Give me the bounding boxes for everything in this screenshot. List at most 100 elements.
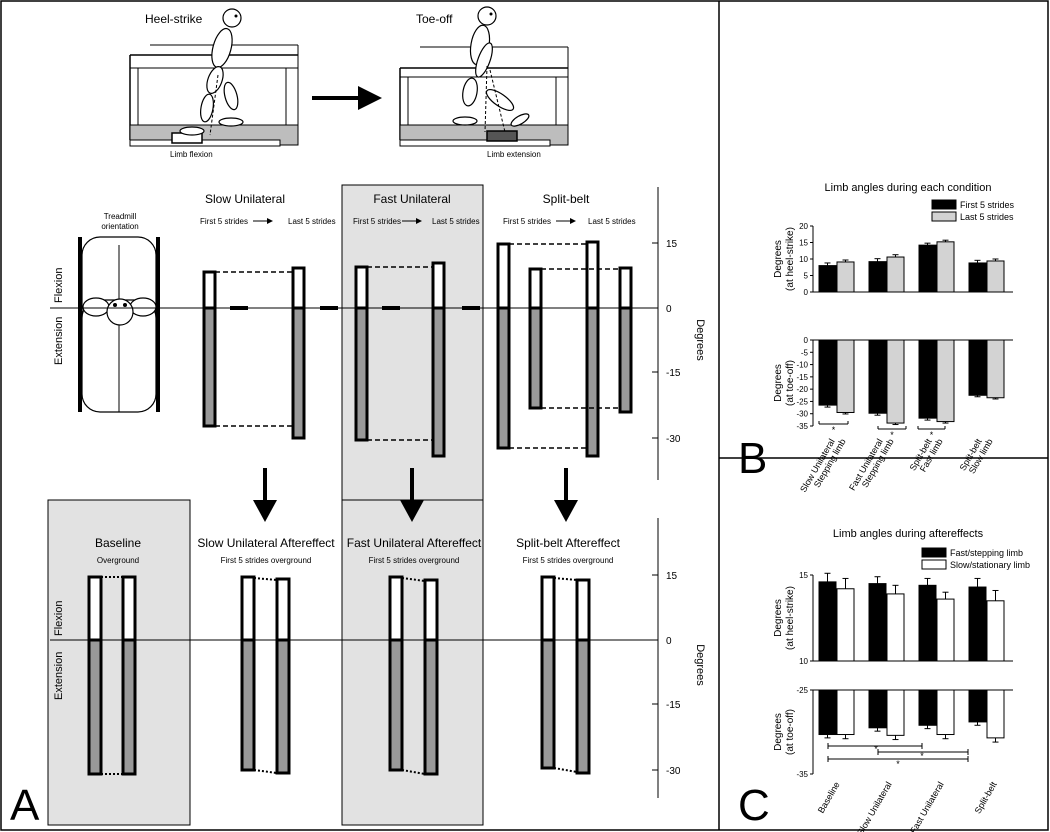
y-label-0-line2: (at heel-strike) xyxy=(785,227,796,291)
degrees-label-upper: Degrees xyxy=(694,319,706,361)
sig-star-c-2: * xyxy=(896,759,900,769)
bar-3-0-2 xyxy=(918,689,937,726)
y-tick-label-0-1: 15 xyxy=(799,239,808,248)
y-label-1-line1: Degrees xyxy=(773,364,784,402)
split-aftereffect-title: Split-belt Aftereffect xyxy=(516,536,621,550)
degree-ticks-lower: 15 0 -15 -30 xyxy=(652,571,681,777)
split-aftereffect-subtitle: First 5 strides overground xyxy=(523,556,614,565)
x-tick-c-3: Split-belt xyxy=(973,780,999,816)
treadmill-label-1: Treadmill xyxy=(104,212,137,221)
y-tick-label-1-1: -5 xyxy=(801,348,809,357)
degree-ticks-upper: 15 0 -15 -30 xyxy=(652,239,681,445)
bar-1-0-0 xyxy=(818,339,837,406)
aftereffect-bars xyxy=(87,575,591,776)
y-tick-label-1-7: -35 xyxy=(796,422,808,431)
y-tick-label-1-6: -30 xyxy=(796,410,808,419)
bar-2-1-1 xyxy=(886,593,905,662)
panel-label-a: A xyxy=(10,781,40,830)
bar-0-1-2 xyxy=(936,241,955,293)
sig-star-c-1: * xyxy=(920,751,924,761)
split-first5-label: First 5 strides xyxy=(503,217,551,226)
y-tick-label-1-4: -20 xyxy=(796,385,808,394)
bar-0-0-0 xyxy=(818,265,837,293)
y-tick-label-1-2: -10 xyxy=(796,361,808,370)
flexion-label-upper: Flexion xyxy=(53,268,65,303)
fast-last5-label: Last 5 strides xyxy=(432,217,480,226)
split-belt-bars xyxy=(496,240,633,458)
baseline-title: Baseline xyxy=(95,536,141,550)
y-tick-label-1-5: -25 xyxy=(796,397,808,406)
heel-strike-label: Heel-strike xyxy=(145,12,203,26)
bar-2-0-2 xyxy=(918,584,937,662)
bar-3-0-3 xyxy=(968,689,987,723)
extension-label-upper: Extension xyxy=(53,317,65,365)
y-tick-label-0-0: 20 xyxy=(799,222,808,231)
tick-m15-lower: -15 xyxy=(666,700,681,711)
legend-label-2-0: Fast/stepping limb xyxy=(950,548,1023,558)
bar-3-0-1 xyxy=(868,689,887,729)
bar-2-1-0 xyxy=(836,588,855,662)
y-label-1-line2: (at toe-off) xyxy=(785,360,796,406)
y-label-2-line2: (at heel-strike) xyxy=(785,586,796,650)
sequence-arrow xyxy=(312,86,382,110)
bar-3-0-0 xyxy=(818,689,837,736)
bar-2-1-2 xyxy=(936,598,955,662)
y-label-3-line1: Degrees xyxy=(773,713,784,751)
heel-strike-illustration: Heel-strike Limb flexion xyxy=(129,8,299,159)
slow-last5-label: Last 5 strides xyxy=(288,217,336,226)
x-tick-c-0: Baseline xyxy=(816,780,842,815)
sig-star-b-2: * xyxy=(930,430,934,440)
y-tick-label-1-0: 0 xyxy=(804,336,809,345)
tick-m15-upper: -15 xyxy=(666,368,681,379)
bar-0-1-1 xyxy=(886,256,905,293)
panel-label-b: B xyxy=(738,434,767,483)
bar-1-0-1 xyxy=(868,339,887,414)
bar-0-1-3 xyxy=(986,260,1005,293)
x-tick-c-1: Slow Unilateral xyxy=(855,780,894,832)
bar-1-1-1 xyxy=(886,339,905,424)
y-tick-label-3-0: -25 xyxy=(796,686,808,695)
fast-unilateral-title: Fast Unilateral xyxy=(373,192,450,206)
bar-2-1-3 xyxy=(986,600,1005,662)
slow-first5-label: First 5 strides xyxy=(200,217,248,226)
legend-swatch-0-1 xyxy=(931,211,957,222)
tick-0-lower: 0 xyxy=(666,636,672,647)
chart-title-0: Limb angles during each condition xyxy=(825,182,992,194)
fast-aftereffect-title: Fast Unilateral Aftereffect xyxy=(347,536,482,550)
flexion-label-lower: Flexion xyxy=(53,601,65,636)
bar-2-0-3 xyxy=(968,586,987,662)
bar-0-1-0 xyxy=(836,261,855,293)
slow-aftereffect-subtitle: First 5 strides overground xyxy=(221,556,312,565)
tick-15-upper: 15 xyxy=(666,239,678,250)
split-last5-label: Last 5 strides xyxy=(588,217,636,226)
sig-star-c-0: * xyxy=(874,744,878,754)
slow-unilateral-bars xyxy=(202,266,338,440)
tick-m30-lower: -30 xyxy=(666,766,681,777)
slow-aftereffect-title: Slow Unilateral Aftereffect xyxy=(197,536,335,550)
limb-extension-label: Limb extension xyxy=(487,150,541,159)
panel-label-c: C xyxy=(738,781,770,830)
bar-0-0-3 xyxy=(968,262,987,293)
tick-0-upper: 0 xyxy=(666,304,672,315)
y-tick-label-0-3: 5 xyxy=(804,272,809,281)
bar-2-0-0 xyxy=(818,581,837,662)
bar-1-0-3 xyxy=(968,339,987,396)
bar-3-1-3 xyxy=(986,689,1005,739)
overground-label: Overground xyxy=(97,556,139,565)
split-belt-title: Split-belt xyxy=(543,192,590,206)
toe-off-label: Toe-off xyxy=(416,12,453,26)
bar-3-1-1 xyxy=(886,689,905,736)
bar-1-1-2 xyxy=(936,339,955,423)
y-tick-label-1-3: -15 xyxy=(796,373,808,382)
y-tick-label-2-0: 15 xyxy=(799,571,808,580)
legend-label-0-1: Last 5 strides xyxy=(960,212,1014,222)
bar-1-0-2 xyxy=(918,339,937,419)
y-tick-label-2-1: 10 xyxy=(799,657,808,666)
chart-title-2: Limb angles during aftereffects xyxy=(833,528,984,540)
slow-unilateral-title: Slow Unilateral xyxy=(205,192,285,206)
y-label-3-line2: (at toe-off) xyxy=(785,709,796,755)
bar-1-1-3 xyxy=(986,339,1005,399)
x-tick-c-2: Fast Unilateral xyxy=(908,780,946,832)
